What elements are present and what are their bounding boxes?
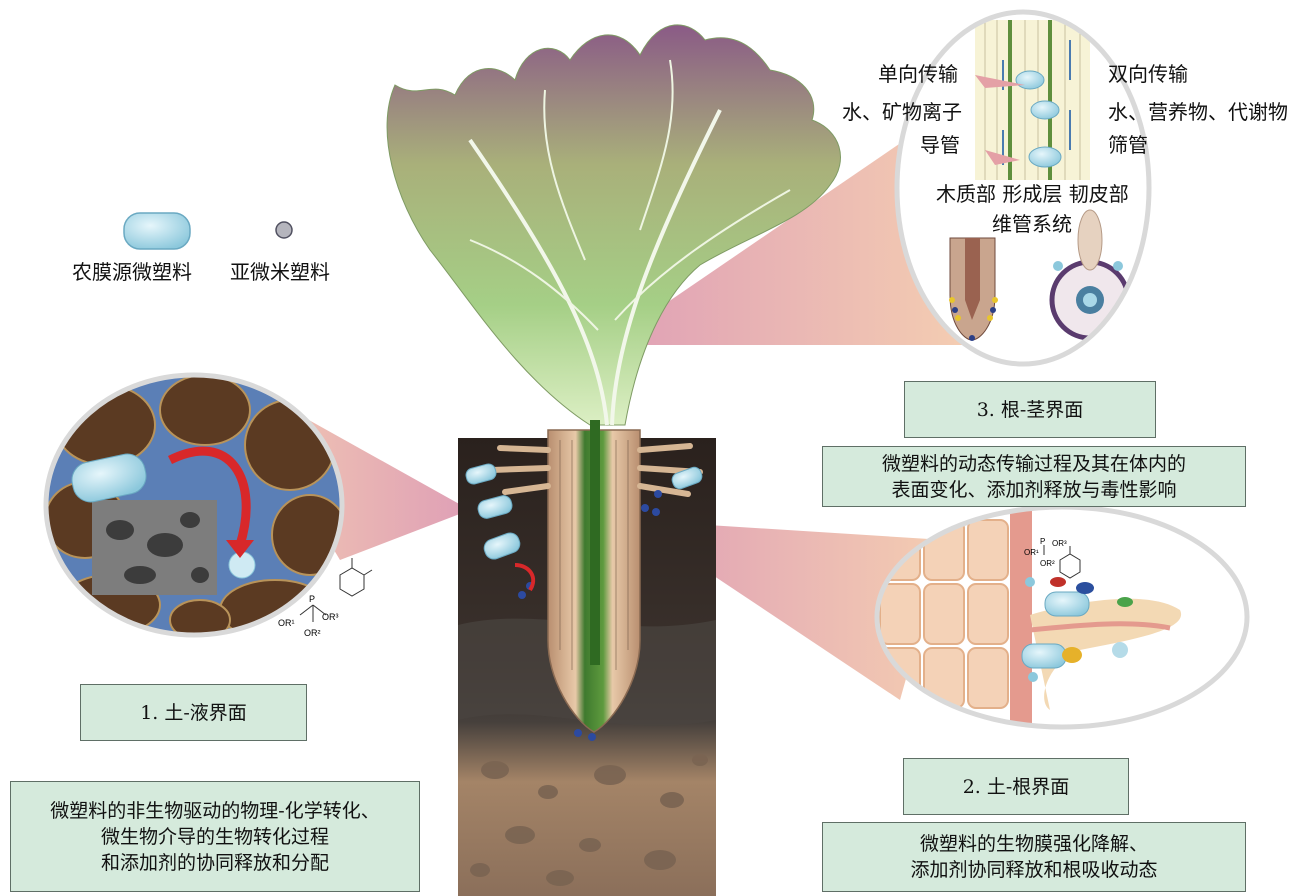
zone-soil-liquid-desc-line: 微塑料的非生物驱动的物理-化学转化、 [50, 798, 379, 824]
label-sieve-tube: 筛管 [1108, 133, 1148, 157]
lettuce-plant [387, 25, 840, 425]
label-unidirectional-transport: 单向传输 [878, 62, 958, 86]
submicron-legend-icon [276, 222, 292, 238]
chem-or2-right: OR² [1040, 559, 1055, 568]
legend-label-film-microplastic: 农膜源微塑料 [72, 260, 192, 284]
zone-soil-liquid-title-text: 1. 土-液界面 [140, 700, 247, 726]
chem-p-right: P [1040, 537, 1045, 546]
zone-soil-root-desc-line: 微塑料的生物膜强化降解、 [920, 831, 1148, 857]
chem-or2-left: OR² [304, 628, 321, 638]
label-tissues: 木质部 形成层 韧皮部 [936, 182, 1129, 206]
zone-root-stem-desc-line: 微塑料的动态传输过程及其在体内的 [882, 451, 1186, 477]
chem-or3-left: OR³ [322, 612, 339, 622]
zone-soil-root-desc-line: 添加剂协同释放和根吸收动态 [910, 857, 1157, 883]
zone-root-stem-title: 3. 根-茎界面 [904, 381, 1156, 438]
chem-or1-left: OR¹ [278, 618, 295, 628]
legend-label-submicron-plastic: 亚微米塑料 [230, 260, 330, 284]
chem-p-left: P [309, 594, 315, 604]
zone-root-stem-title-text: 3. 根-茎界面 [977, 397, 1084, 423]
zone-soil-root-title: 2. 土-根界面 [903, 758, 1129, 815]
zone-root-stem-desc-line: 表面变化、添加剂释放与毒性影响 [891, 477, 1176, 503]
zone-soil-liquid-description: 微塑料的非生物驱动的物理-化学转化、 微生物介导的生物转化过程 和添加剂的协同释… [10, 781, 420, 892]
zone-soil-root-description: 微塑料的生物膜强化降解、 添加剂协同释放和根吸收动态 [822, 822, 1246, 892]
label-bidirectional-transport: 双向传输 [1108, 62, 1188, 86]
chem-or1-right: OR¹ [1024, 548, 1039, 557]
zone-root-stem-description: 微塑料的动态传输过程及其在体内的 表面变化、添加剂释放与毒性影响 [822, 446, 1246, 507]
zone-soil-liquid-desc-line: 微生物介导的生物转化过程 [101, 824, 329, 850]
label-water-nutrients-metabolites: 水、营养物、代谢物 [1108, 100, 1288, 124]
microplastic-legend-icon [124, 213, 190, 249]
zone-soil-liquid-title: 1. 土-液界面 [80, 684, 307, 741]
label-water-minerals: 水、矿物离子 [842, 100, 962, 124]
zone-soil-liquid-desc-line: 和添加剂的协同释放和分配 [101, 850, 329, 876]
chem-or3-right: OR³ [1052, 539, 1067, 548]
soil-liquid-magnifier [40, 370, 350, 640]
label-vascular-system: 维管系统 [992, 212, 1072, 236]
label-vessel: 导管 [920, 133, 960, 157]
zone-soil-root-title-text: 2. 土-根界面 [963, 774, 1070, 800]
